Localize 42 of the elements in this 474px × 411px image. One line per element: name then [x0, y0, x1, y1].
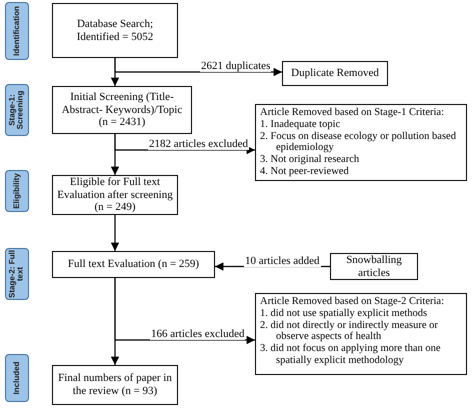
- arrow: [114, 278, 255, 344]
- box-text: Snowballing articles: [345, 254, 403, 280]
- box-text: Full text Evaluation (n = 259): [66, 258, 200, 271]
- edge-label: 2621 duplicates: [200, 60, 272, 72]
- process-box: [52, 251, 215, 278]
- criteria-item: 2. Focus on disease ecology or pollution based epidemiology: [260, 130, 457, 154]
- arrow: [110, 215, 120, 251]
- stage-label-box: [5, 84, 29, 136]
- process-box: [52, 3, 178, 58]
- criteria-item: 3. did not focus on applying more than one spatially explicit methodology: [260, 343, 442, 366]
- stage-label: Identification: [12, 5, 22, 58]
- box-text: Final numbers of paper in the review (n = 93): [57, 372, 173, 398]
- box-text: Duplicate Removed: [290, 67, 380, 80]
- arrow: [114, 58, 282, 76]
- criteria-heading: Article Removed based on Stage-2 Criteria:: [260, 296, 445, 308]
- criteria-item: 1. did not use spatially explicit methods: [260, 308, 428, 320]
- arrow: [114, 134, 255, 154]
- stage-label: Included: [12, 360, 22, 396]
- stage-label: Stage-2: Full text: [8, 249, 26, 299]
- stage-label-box: [5, 354, 29, 402]
- process-box: [330, 253, 418, 280]
- criteria-heading: Article Removed based on Stage-1 Criteria:: [260, 107, 445, 119]
- box-text: Eligible for Full text Evaluation after screening (n = 249): [57, 176, 173, 214]
- stage-label-box: [5, 248, 29, 300]
- edge-label: 2182 articles excluded: [148, 138, 249, 150]
- criteria-item: 2. did not directly or indirectly measure or observe aspects of health: [260, 320, 439, 343]
- edge-label: 166 articles excluded: [150, 328, 246, 340]
- criteria-item: 3. Not original research: [260, 154, 360, 166]
- stage-label: Stage-1: Screening: [8, 90, 26, 132]
- criteria-item: 1. Inadequate topic: [260, 118, 342, 130]
- stage-label-box: [5, 2, 29, 60]
- edge-label: 10 articles added: [244, 255, 321, 268]
- stage-label-box: [5, 170, 29, 212]
- process-box: [52, 86, 192, 134]
- box-text: Initial Screening (Title-Abstract- Keywords)/Topic (n = 2431): [60, 91, 184, 129]
- criteria-box: [255, 293, 467, 375]
- box-text: Database Search; Identified = 5052: [76, 18, 154, 44]
- criteria-box: [255, 104, 467, 180]
- stage-label: Eligibility: [12, 172, 22, 211]
- criteria-item: 4. Not peer-reviewed: [260, 166, 350, 178]
- process-box: [52, 365, 178, 405]
- process-box: [282, 61, 388, 86]
